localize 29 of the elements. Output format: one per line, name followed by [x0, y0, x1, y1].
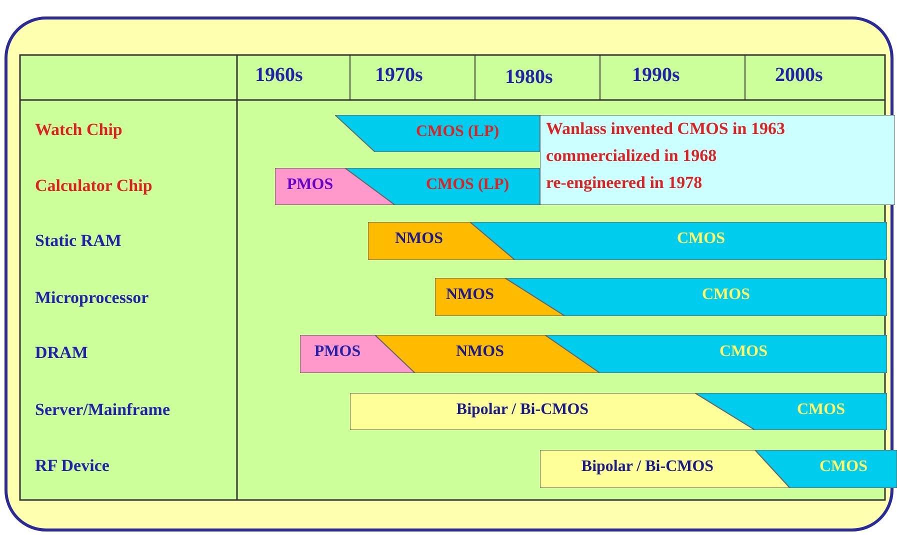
technology-label: CMOS (LP): [416, 123, 500, 141]
decade-heading: 1990s: [632, 64, 680, 87]
note-text: commercialized in 1968: [546, 146, 717, 166]
decade-heading: 1980s: [505, 66, 553, 89]
technology-label: NMOS: [446, 286, 494, 304]
row-label: Watch Chip: [35, 120, 122, 140]
decade-heading: 2000s: [775, 64, 823, 87]
row-label: Calculator Chip: [35, 176, 152, 196]
technology-label: PMOS: [286, 176, 334, 194]
note-text: Wanlass invented CMOS in 1963: [546, 119, 785, 139]
technology-label: Bipolar / Bi-CMOS: [581, 458, 714, 476]
technology-label: CMOS: [677, 230, 725, 248]
row-label: Microprocessor: [35, 288, 149, 308]
technology-label: Bipolar / Bi-CMOS: [456, 401, 589, 419]
technology-label: PMOS: [314, 343, 361, 361]
technology-label: CMOS: [702, 286, 750, 304]
technology-label: NMOS: [395, 230, 443, 248]
decade-heading: 1970s: [375, 64, 423, 87]
row-label: Server/Mainframe: [35, 400, 170, 420]
decade-heading: 1960s: [255, 64, 303, 87]
technology-label: CMOS (LP): [426, 176, 510, 194]
technology-label: CMOS: [820, 458, 868, 476]
technology-label: CMOS: [797, 401, 845, 419]
technology-label: NMOS: [456, 343, 504, 361]
technology-label: CMOS: [720, 343, 768, 361]
row-label: Static RAM: [35, 231, 122, 251]
row-label: RF Device: [35, 456, 110, 476]
note-text: re-engineered in 1978: [546, 173, 702, 193]
row-label: DRAM: [35, 343, 88, 363]
